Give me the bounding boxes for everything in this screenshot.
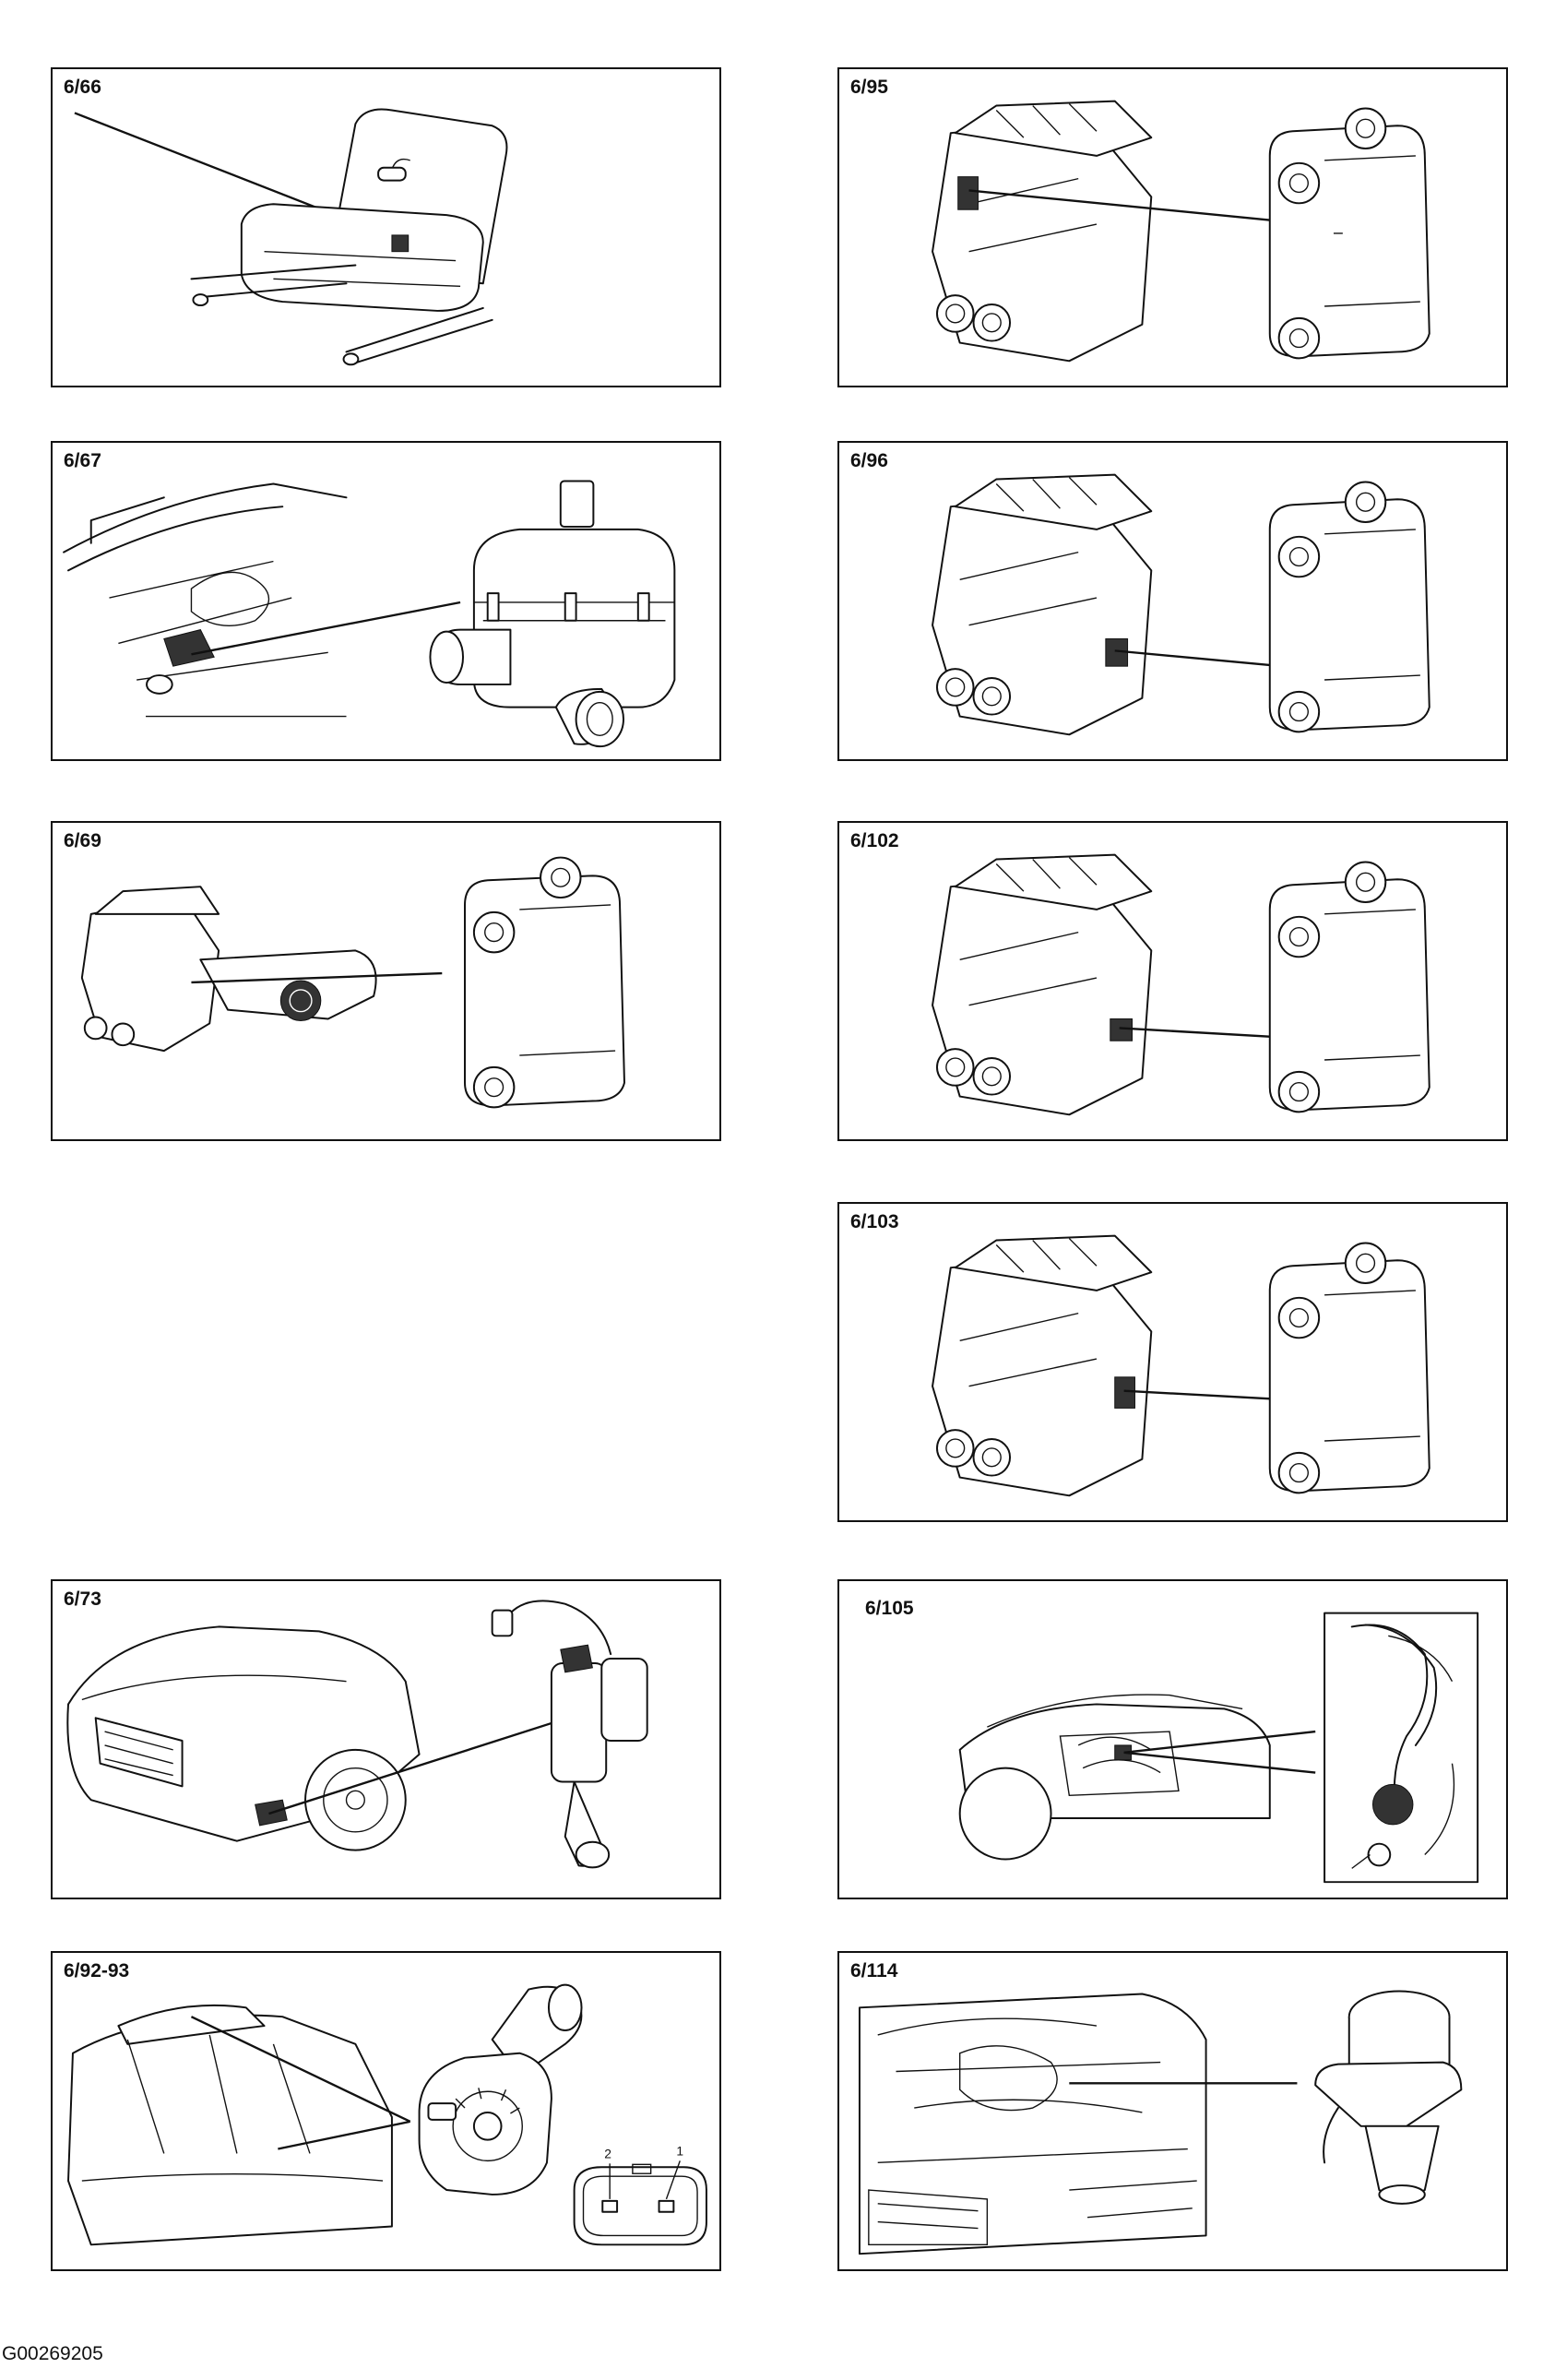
connector-pin-1-label: 1 xyxy=(676,2143,683,2158)
panel-label: 6/95 xyxy=(850,77,888,98)
panel-label: 6/69 xyxy=(64,830,101,851)
panel-label: 6/105 xyxy=(865,1598,914,1619)
panel-label: 6/114 xyxy=(850,1960,898,1981)
sunroof-motor-illustration: 2 1 xyxy=(67,1983,707,2246)
panel-label: 6/102 xyxy=(850,830,899,851)
panel-6-73: 6/73 xyxy=(51,1579,721,1899)
panel-6-102: 6/102 xyxy=(837,821,1508,1141)
panel-label: 6/73 xyxy=(64,1589,101,1610)
climate-unit-illustration xyxy=(932,473,1430,736)
engine-bay-illustration xyxy=(858,1990,1463,2255)
connector-pin-2-label: 2 xyxy=(604,2146,611,2160)
panel-6-66: 6/66 xyxy=(51,67,721,387)
panel-6-67: 6/67 xyxy=(51,441,721,761)
panel-6-69: 6/69 xyxy=(51,821,721,1141)
vehicle-front-illustration xyxy=(66,1600,648,1869)
panel-6-103: 6/103 xyxy=(837,1202,1508,1522)
panel-label: 6/66 xyxy=(64,77,101,98)
seat-illustration xyxy=(74,108,508,366)
valve-illustration xyxy=(63,480,676,748)
panel-6-95: 6/95 xyxy=(837,67,1508,387)
panel-label: 6/67 xyxy=(64,450,101,471)
panel-6-105: 6/105 xyxy=(837,1579,1508,1899)
climate-unit-illustration xyxy=(932,1234,1430,1497)
panel-6-114: 6/114 xyxy=(837,1951,1508,2271)
figure-code: G00269205 xyxy=(2,2343,103,2364)
climate-unit-illustration xyxy=(932,853,1430,1116)
climate-unit-illustration xyxy=(80,856,625,1109)
panel-label: 6/92-93 xyxy=(64,1960,130,1981)
climate-unit-illustration xyxy=(932,100,1430,363)
panel-6-96: 6/96 xyxy=(837,441,1508,761)
panel-label: 6/96 xyxy=(850,450,888,471)
panel-6-92-93: 6/92-93 2 1 xyxy=(51,1951,721,2271)
panel-label: 6/103 xyxy=(850,1211,899,1232)
engine-bay-illustration xyxy=(958,1612,1479,1884)
